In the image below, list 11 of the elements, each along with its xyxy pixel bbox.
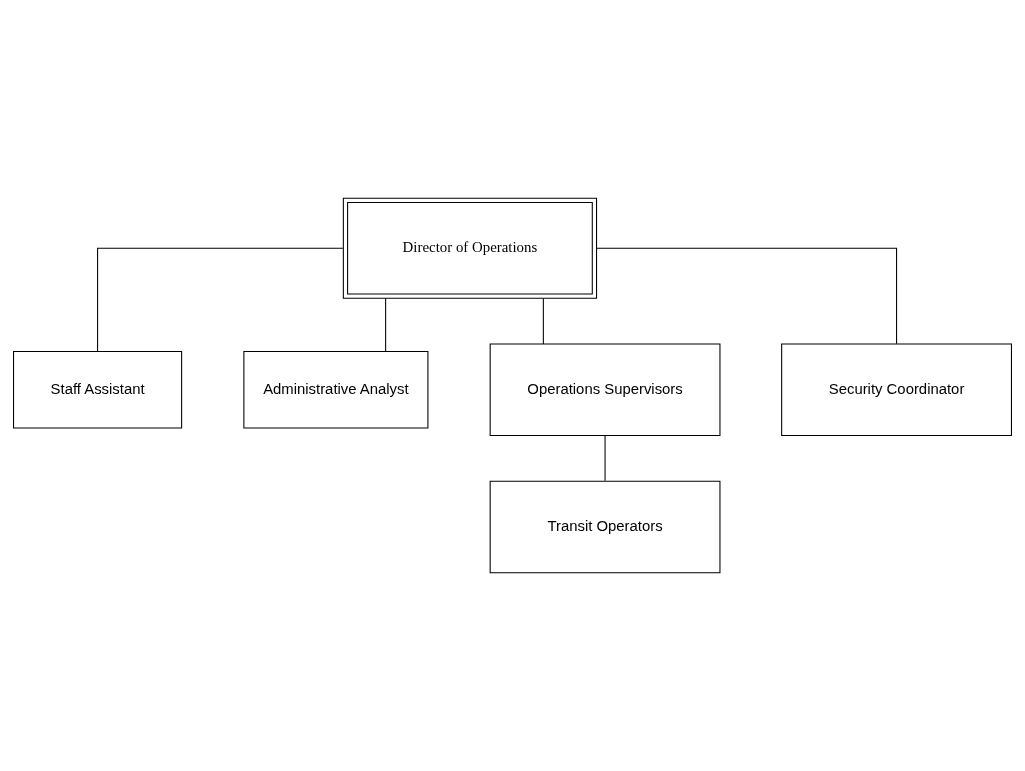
node-box: Administrative Analyst [243,350,429,429]
node-box: Director of Operations [342,197,598,299]
node-box: Transit Operators [489,480,721,574]
connector [542,298,544,345]
connector [604,435,606,482]
connector [385,298,387,352]
node-box: Security Coordinator [781,343,1012,437]
connector [97,247,344,352]
node-box: Staff Assistant [13,350,183,429]
node-box: Operations Supervisors [489,343,721,437]
connector [596,247,898,345]
